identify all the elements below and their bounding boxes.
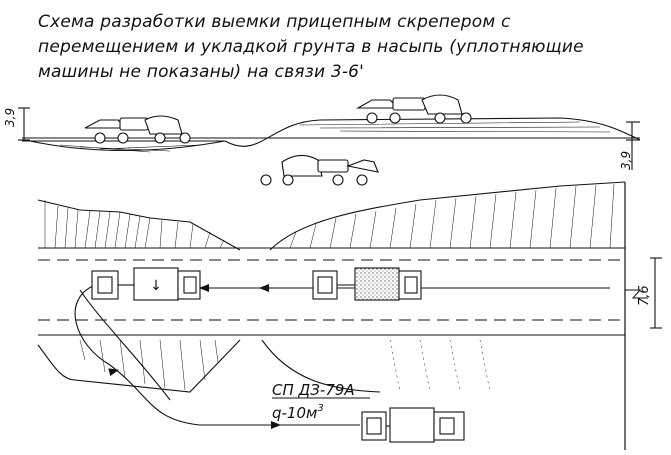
slope-top-left-hatching	[44, 200, 225, 249]
travel-path-return	[74, 284, 360, 426]
title-line-3: машины не показаны) на связи 3-6'	[38, 62, 365, 82]
diagram-title: Схема разработки выемки прицепным скрепе…	[38, 10, 638, 85]
slope-top-right-edge	[269, 181, 626, 251]
return-arrow	[108, 368, 119, 377]
cut-hatching	[59, 144, 201, 153]
title-line-1: Схема разработки выемки прицепным скрепе…	[38, 12, 511, 32]
scraper-plan-bottom	[361, 407, 465, 443]
title-line-2: перемещением и укладкой грунта в насыпь …	[38, 37, 584, 57]
left-height-label: 3,9	[3, 108, 17, 127]
slope-bottom-left-edge	[37, 339, 241, 393]
slope-bottom-left-hatching	[79, 339, 219, 391]
right-height-label: 3,9	[619, 151, 633, 170]
embankment-profile	[224, 117, 641, 147]
slope-bottom-right-edge	[261, 339, 381, 393]
capacity-text: q-10м	[272, 404, 317, 422]
scraper-profile-returning	[260, 154, 379, 186]
embankment-hatching	[299, 121, 611, 133]
scraper-plan-loaded	[312, 267, 422, 301]
capacity-superscript: 3	[317, 403, 323, 414]
break-line	[625, 289, 648, 299]
slope-bottom-right-marks	[389, 339, 491, 393]
plan-view	[37, 181, 662, 450]
machine-capacity-label: q-10м3	[272, 403, 324, 422]
machine-model-label: СП ДЗ-79А	[272, 381, 355, 399]
slope-top-right-hatching	[289, 183, 615, 249]
scraper-profile-right	[355, 94, 472, 124]
road-width-label: 7,6	[637, 285, 652, 306]
travel-path-inner	[79, 289, 171, 401]
scraper-profile-left	[84, 115, 191, 144]
unload-arrow-icon: ↓	[150, 278, 162, 294]
slope-top-left-edge	[37, 199, 241, 251]
scraper-plan-unloading	[91, 267, 201, 301]
